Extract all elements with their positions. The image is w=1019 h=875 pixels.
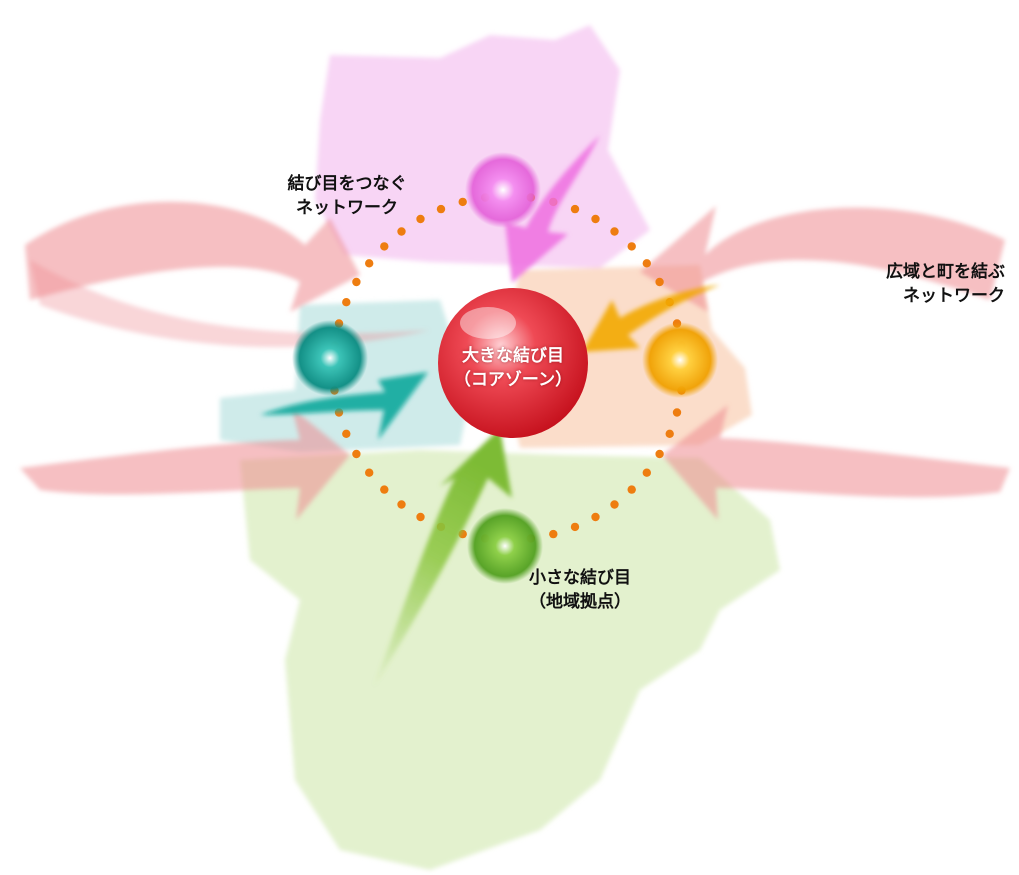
arrow-mid-left-band <box>30 260 430 348</box>
ring-dot <box>549 529 558 539</box>
node-west <box>292 320 368 396</box>
arrow-from-west <box>260 372 428 440</box>
ring-dot <box>642 468 651 477</box>
arrow-upper-left <box>25 201 360 312</box>
wide-network-arrows <box>20 201 1010 520</box>
ring-dot <box>416 214 425 224</box>
ring-dot <box>397 500 406 509</box>
arrow-from-south <box>372 428 512 690</box>
ring-dot <box>610 500 619 509</box>
inner-arrows <box>260 135 720 690</box>
node-north <box>465 152 541 228</box>
connect-network-label-line2: ネットワーク <box>296 198 398 218</box>
node-south <box>467 508 543 584</box>
ring-dot <box>365 259 374 268</box>
arrow-from-east <box>582 285 720 352</box>
regional-hub-label-line1: 小さな結び目 <box>529 568 631 588</box>
ring-dot <box>570 204 580 214</box>
ring-dot <box>570 522 580 532</box>
ring-dot <box>436 204 446 214</box>
node-east <box>642 322 718 398</box>
ring-dot <box>397 227 406 236</box>
ring-dot <box>627 485 636 494</box>
ring-dot <box>352 277 361 287</box>
ring-dot <box>342 429 351 438</box>
core-node <box>438 288 588 438</box>
arrow-lower-right <box>662 405 1010 520</box>
regional-hub-label: 小さな結び目 （地域拠点） <box>510 566 650 614</box>
ring-dot <box>365 468 374 477</box>
connect-network-label-line1: 結び目をつなぐ <box>287 174 407 194</box>
core-zone-label-line1: 大きな結び目 <box>462 346 564 366</box>
ring-dot <box>610 227 619 236</box>
wide-network-label-line2: ネットワーク <box>903 286 1005 306</box>
wide-network-label: 広域と町を結ぶ ネットワーク <box>820 260 1005 308</box>
north-region <box>315 25 650 268</box>
nodes <box>292 152 718 584</box>
region-shapes <box>220 25 780 870</box>
ring-dot <box>416 512 425 522</box>
core-zone-label-line2: （コアゾーン） <box>453 370 573 390</box>
ring-dot <box>458 197 467 207</box>
wide-network-label-line1: 広域と町を結ぶ <box>886 262 1005 282</box>
ring-dot <box>591 512 600 522</box>
ring-dot <box>642 259 651 268</box>
connect-network-label: 結び目をつなぐ ネットワーク <box>262 172 432 220</box>
ring-dot <box>665 429 674 438</box>
south-region <box>240 450 780 870</box>
arrow-upper-right <box>640 206 1005 312</box>
ring-dot <box>380 485 389 494</box>
ring-dot <box>655 449 664 459</box>
ring-dot <box>591 214 600 224</box>
regional-hub-label-line2: （地域拠点） <box>529 592 631 612</box>
ring-dot <box>655 277 664 287</box>
core-zone-label: 大きな結び目 （コアゾーン） <box>433 344 593 392</box>
ring-dot <box>672 408 682 417</box>
ring-dot <box>380 242 389 251</box>
core-highlight <box>460 307 516 339</box>
arrow-lower-left <box>20 408 350 520</box>
ring-dot <box>352 449 361 459</box>
ring-dot <box>627 242 636 251</box>
ring-dot <box>342 298 351 307</box>
arrow-from-north <box>505 135 600 283</box>
